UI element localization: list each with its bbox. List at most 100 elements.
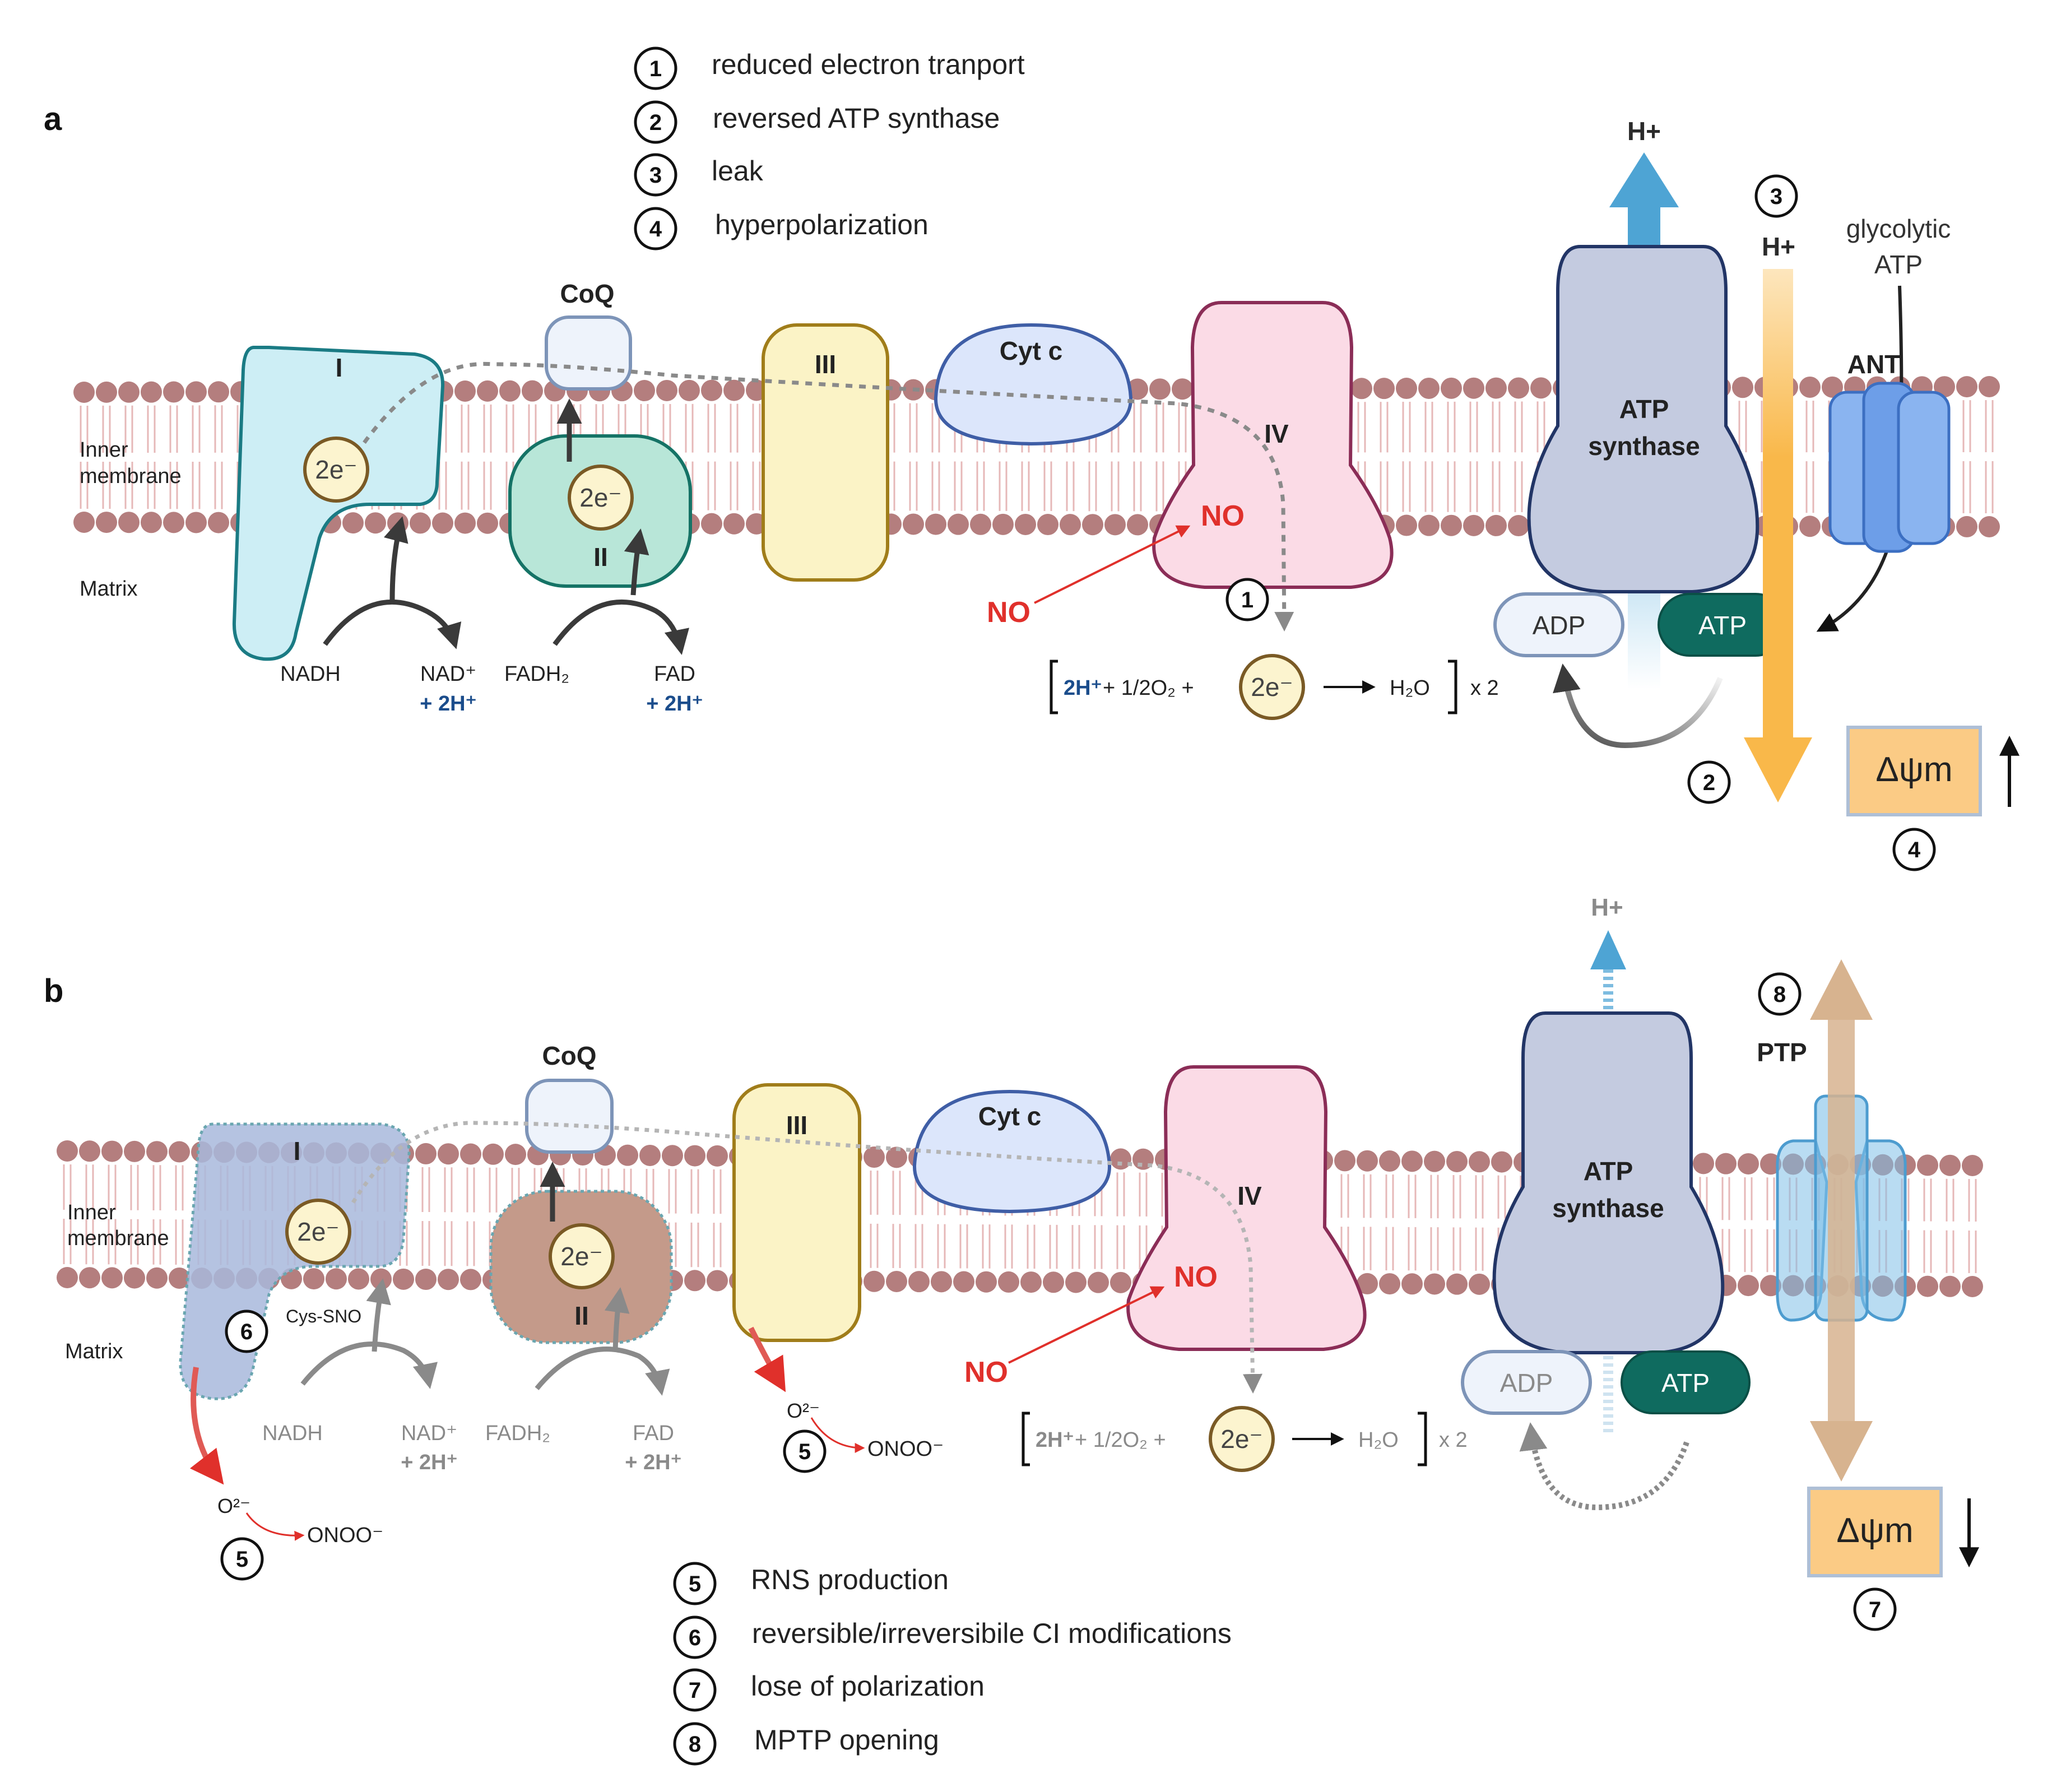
lipid-head [863, 1270, 885, 1292]
lipid-head [1738, 1275, 1759, 1297]
lipid-head [1463, 377, 1484, 399]
marker-1-number: 1 [1241, 588, 1254, 612]
membrane-potential-label: Δψm [1836, 1511, 1913, 1550]
legend-marker [673, 1722, 717, 1766]
lipid-head [169, 1267, 190, 1289]
proton-leak-label: H+ [1762, 232, 1795, 261]
legend-text: MPTP opening [754, 1724, 939, 1756]
membrane-potential-box [1846, 726, 1982, 816]
lipid-head [1357, 1273, 1378, 1294]
lipid-head [124, 1267, 145, 1289]
lipid-head [1799, 376, 1821, 398]
lipid-head [1401, 1273, 1423, 1295]
legend-item-8: 8 MPTP opening [673, 1722, 939, 1766]
proton-label: + 2H⁺ [625, 1451, 681, 1474]
lipid-head [1956, 516, 1977, 537]
lipid-head [707, 1270, 728, 1292]
electron-pair-label: 2e⁻ [579, 483, 621, 512]
legend-marker-number: 2 [649, 110, 662, 135]
complex-iv-label: IV [1264, 419, 1289, 448]
cytochrome-c [912, 1089, 1112, 1214]
water-formation-equation: 2H⁺ + 1/2O₂ + 2e⁻ H₂O x 2 [1022, 1406, 1468, 1472]
proton-label: H+ [1591, 894, 1623, 921]
nadh-reaction-arrow [323, 599, 462, 649]
lipid-head [1127, 514, 1148, 536]
electron-transfer-arrow [383, 516, 408, 601]
lipid-head [348, 1268, 369, 1290]
legend-marker-number: 8 [689, 1732, 701, 1757]
no-label: NO [1174, 1261, 1218, 1293]
lipid-head [1491, 1151, 1512, 1173]
atp-pill [1621, 1350, 1751, 1414]
lipid-head [701, 379, 722, 401]
lipid-head [101, 1267, 123, 1289]
lipid-head [415, 1143, 437, 1164]
lipid-head [1351, 378, 1372, 400]
lipid-head [303, 1268, 324, 1290]
electron-pair [568, 465, 634, 531]
lipid-head [1508, 377, 1529, 399]
lipid-head [1357, 1150, 1378, 1172]
lipid-head [925, 513, 946, 535]
lipid-head [1446, 1150, 1468, 1172]
ant-subunit [1897, 391, 1951, 545]
bracket-left [1050, 660, 1058, 714]
lipid-head [1715, 1153, 1737, 1174]
lipid-head [1738, 1153, 1759, 1174]
marker-8-number: 8 [1774, 982, 1786, 1007]
reverse-synthase-arrow [1519, 1422, 1689, 1511]
legend-marker [634, 100, 677, 144]
legend-item-5: 5 RNS production [673, 1562, 949, 1605]
inner-membrane-label: membrane [80, 465, 182, 488]
lipid-head [410, 512, 431, 534]
atp-synthase-label: ATP [1584, 1157, 1633, 1186]
lipid-head [998, 1271, 1019, 1293]
lipid-head [1088, 1271, 1109, 1293]
lipid-head [1822, 376, 1843, 398]
lipid-head [141, 381, 162, 403]
lipid-head [617, 1144, 638, 1166]
atp-synthase [1492, 1011, 1725, 1354]
eq-oxygen: + 1/2O₂ + [1103, 676, 1194, 700]
electron-transfer-arrow [604, 1287, 630, 1351]
legend-item-2: 2 reversed ATP synthase [634, 100, 1000, 144]
marker-5-number: 5 [798, 1440, 811, 1464]
marker-2-number: 2 [1703, 770, 1715, 795]
complex-ii-label: II [593, 542, 608, 572]
atp-synthase-label: ATP [1619, 394, 1669, 424]
legend-text: reversible/irreversibile CI modification… [752, 1618, 1232, 1649]
cytochrome-c [934, 323, 1133, 446]
legend-marker-number: 6 [689, 1626, 701, 1650]
lipid-head [1441, 377, 1462, 399]
no-inhibition-arrow [1008, 1286, 1165, 1364]
lipid-head [499, 380, 521, 402]
lipid-head [1962, 1155, 1983, 1176]
fadh2-reaction-arrow [553, 599, 689, 655]
lipid-head [1939, 1275, 1961, 1297]
superoxide-release-arrow [748, 1326, 786, 1392]
lipid-head [1418, 377, 1440, 399]
lipid-head [1020, 1271, 1042, 1293]
lipid-head [1060, 514, 1081, 536]
lipid-head [1424, 1273, 1445, 1295]
lipid-head [146, 1267, 168, 1289]
lipid-head [1396, 378, 1417, 400]
marker-8 [1758, 972, 1802, 1016]
lipid-head [163, 512, 184, 533]
no-inhibition-arrow [1034, 525, 1191, 604]
lipid-head [1917, 1154, 1938, 1176]
electron-pair-label: 2e⁻ [1251, 672, 1293, 702]
proton-flux-arrowhead [1590, 930, 1626, 969]
marker-3-number: 3 [1770, 184, 1782, 209]
adp-pill [1461, 1350, 1592, 1415]
lipid-head [1396, 514, 1417, 536]
lipid-head [477, 512, 498, 534]
eq-oxygen: + 1/2O₂ + [1075, 1428, 1166, 1452]
lipid-head [662, 1145, 683, 1167]
eq-multiplier: x 2 [1439, 1428, 1468, 1452]
lipid-head [1934, 376, 1955, 398]
membrane-potential-box [1807, 1487, 1943, 1577]
proton-leak-arrow [1763, 269, 1793, 740]
lipid-head [124, 1140, 145, 1162]
